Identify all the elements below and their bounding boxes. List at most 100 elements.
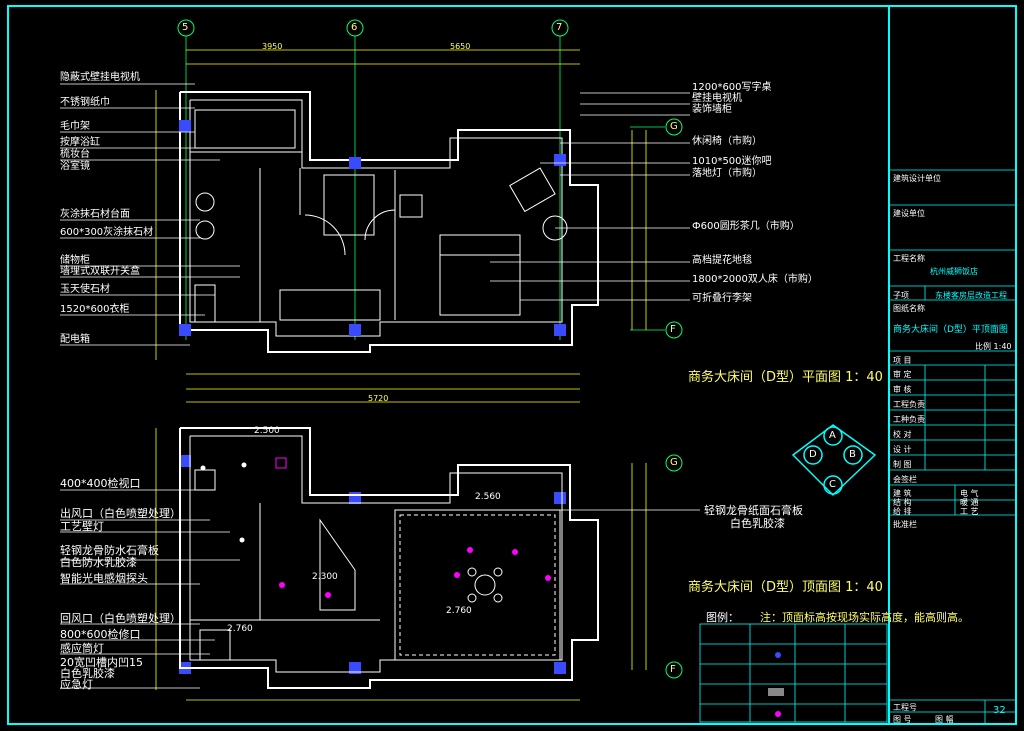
height-mark: 2.760 xyxy=(446,606,472,616)
compass-b: B xyxy=(849,449,856,460)
ceiling-label: 回风口（白色喷塑处理） xyxy=(60,612,181,625)
ceiling-label: 白色乳胶漆 xyxy=(730,517,785,530)
grid-lines xyxy=(185,36,665,340)
height-mark: 2.500 xyxy=(254,426,280,436)
tb-trade: 电 气 xyxy=(960,489,979,498)
ceiling-label: 轻钢龙骨防水石膏板 xyxy=(60,544,159,557)
tb-page: 32 xyxy=(993,705,1006,716)
plan-label: 1200*600写字桌 xyxy=(692,82,772,93)
dimension-top-1: 3950 xyxy=(262,42,283,51)
dimension-top-2: 5650 xyxy=(450,42,471,51)
tb-project: 杭州威狮饭店 xyxy=(930,267,978,276)
axis-label-7: 7 xyxy=(556,22,563,33)
plan-label: 600*300灰涂抹石材 xyxy=(60,227,154,238)
tb-drawing-label: 图纸名称 xyxy=(893,304,925,313)
dimension-bottom: 5720 xyxy=(368,394,389,403)
legend-table xyxy=(699,623,888,723)
ceiling-label: 400*400检视口 xyxy=(60,477,141,490)
tb-approval: 批准栏 xyxy=(893,520,917,529)
plan-label: 隐蔽式壁挂电视机 xyxy=(60,72,140,83)
ceiling-label: 800*600检修口 xyxy=(60,628,141,641)
ceiling-label: 轻钢龙骨纸面石膏板 xyxy=(704,504,803,517)
columns xyxy=(179,120,566,674)
tb-row: 项 目 xyxy=(893,356,912,365)
tb-sign: 会签栏 xyxy=(893,475,917,484)
height-mark: 2.560 xyxy=(475,492,501,502)
compass-c: C xyxy=(829,479,836,490)
tb-trade: 建 筑 xyxy=(893,489,912,498)
plan-label: 灰涂抹石材台面 xyxy=(60,209,130,220)
tb-trade: 暖 通 xyxy=(960,498,979,507)
dimension-lines xyxy=(155,49,647,403)
tb-sheet-size: 图 幅 xyxy=(935,715,954,724)
plan-label: 休闲椅（市购） xyxy=(692,136,762,147)
plan-label: 可折叠行李架 xyxy=(692,293,752,304)
ceiling-label: 出风口（白色喷塑处理） xyxy=(60,507,181,520)
axis-label-g: G xyxy=(670,121,678,132)
compass-d: D xyxy=(809,449,817,460)
plan-label: 储物柜 xyxy=(60,255,90,266)
plan-label: Ф600圆形茶几（市购） xyxy=(692,221,800,232)
tb-sub: 东楼客房层改造工程 xyxy=(935,291,1007,300)
axis-label-6: 6 xyxy=(351,22,358,33)
tb-row: 审 核 xyxy=(893,385,912,394)
plan-title: 商务大床间（D型）平面图 1：40 xyxy=(688,370,883,385)
plan-label: 浴室镜 xyxy=(60,161,90,172)
legend-title: 图例： xyxy=(706,611,739,624)
tb-row: 设 计 xyxy=(893,445,912,454)
plan-label: 1520*600衣柜 xyxy=(60,304,130,315)
plan-label: 毛巾架 xyxy=(60,121,90,132)
tb-sub-label: 子项 xyxy=(893,291,909,300)
plan-label: 不锈钢纸巾 xyxy=(60,97,110,108)
tb-row: 校 对 xyxy=(893,430,912,439)
ceiling-leaders xyxy=(60,489,700,689)
ceiling-label: 白色防水乳胶漆 xyxy=(60,556,137,569)
plan-label: 装饰墙柜 xyxy=(692,104,732,115)
tb-scale: 比例 1:40 xyxy=(975,342,1012,351)
tb-row: 工种负责 xyxy=(893,415,925,424)
tb-trade: 结 构 xyxy=(893,498,912,507)
compass-symbol xyxy=(791,424,877,497)
ceiling-label: 应急灯 xyxy=(60,678,93,691)
plan-label: 壁挂电视机 xyxy=(692,93,742,104)
ceiling-label: 白色乳胶漆 xyxy=(60,667,115,680)
tb-constructor: 建设单位 xyxy=(893,209,925,218)
axis-label-5: 5 xyxy=(182,22,189,33)
compass-a: A xyxy=(829,430,836,441)
plan-label: 梳妆台 xyxy=(60,149,90,160)
tb-row: 工程负责 xyxy=(893,400,925,409)
plan-label: 按摩浴缸 xyxy=(60,137,100,148)
tb-sheet-no-label: 工程号 xyxy=(893,703,917,712)
ceiling-title: 商务大床间（D型）顶面图 1：40 xyxy=(688,580,883,595)
title-block xyxy=(889,169,1016,724)
legend-note: 注：顶面标高按现场实际高度，能高则高。 xyxy=(760,611,969,624)
ceiling-label: 感应筒灯 xyxy=(60,642,104,655)
height-mark: 2.760 xyxy=(227,624,253,634)
grid-bubbles xyxy=(177,19,683,679)
tb-row: 审 定 xyxy=(893,370,912,379)
ceiling-label: 智能光电感烟探头 xyxy=(60,572,148,585)
axis-label-g-ceiling: G xyxy=(670,457,678,468)
height-mark: 2.300 xyxy=(312,572,338,582)
plan-label: 玉天使石材 xyxy=(60,284,110,295)
leader-lines xyxy=(60,83,690,346)
plan-label: 配电箱 xyxy=(60,334,90,345)
tb-trade: 给 排 xyxy=(893,507,912,516)
axis-label-f: F xyxy=(670,324,676,335)
plan-label: 墙埋式双联开关盒 xyxy=(60,266,140,277)
ceiling-label: 20宽凹槽内凹15 xyxy=(60,656,143,669)
plan-label: 1010*500迷你吧 xyxy=(692,156,772,167)
tb-project-label: 工程名称 xyxy=(893,254,925,263)
plan-label: 1800*2000双人床（市购） xyxy=(692,274,818,285)
tb-trade: 工 艺 xyxy=(960,507,979,516)
ceiling-label: 工艺壁灯 xyxy=(60,520,104,533)
floor-plan xyxy=(155,36,665,403)
plan-label: 高档提花地毯 xyxy=(692,255,752,266)
ceiling-plan xyxy=(155,427,647,701)
plan-label: 落地灯（市购） xyxy=(692,168,762,179)
axis-label-f-ceiling: F xyxy=(670,664,676,675)
tb-row: 制 图 xyxy=(893,460,912,469)
ceiling-fixtures xyxy=(200,457,551,598)
tb-drawing-no-label: 图 号 xyxy=(893,715,912,724)
